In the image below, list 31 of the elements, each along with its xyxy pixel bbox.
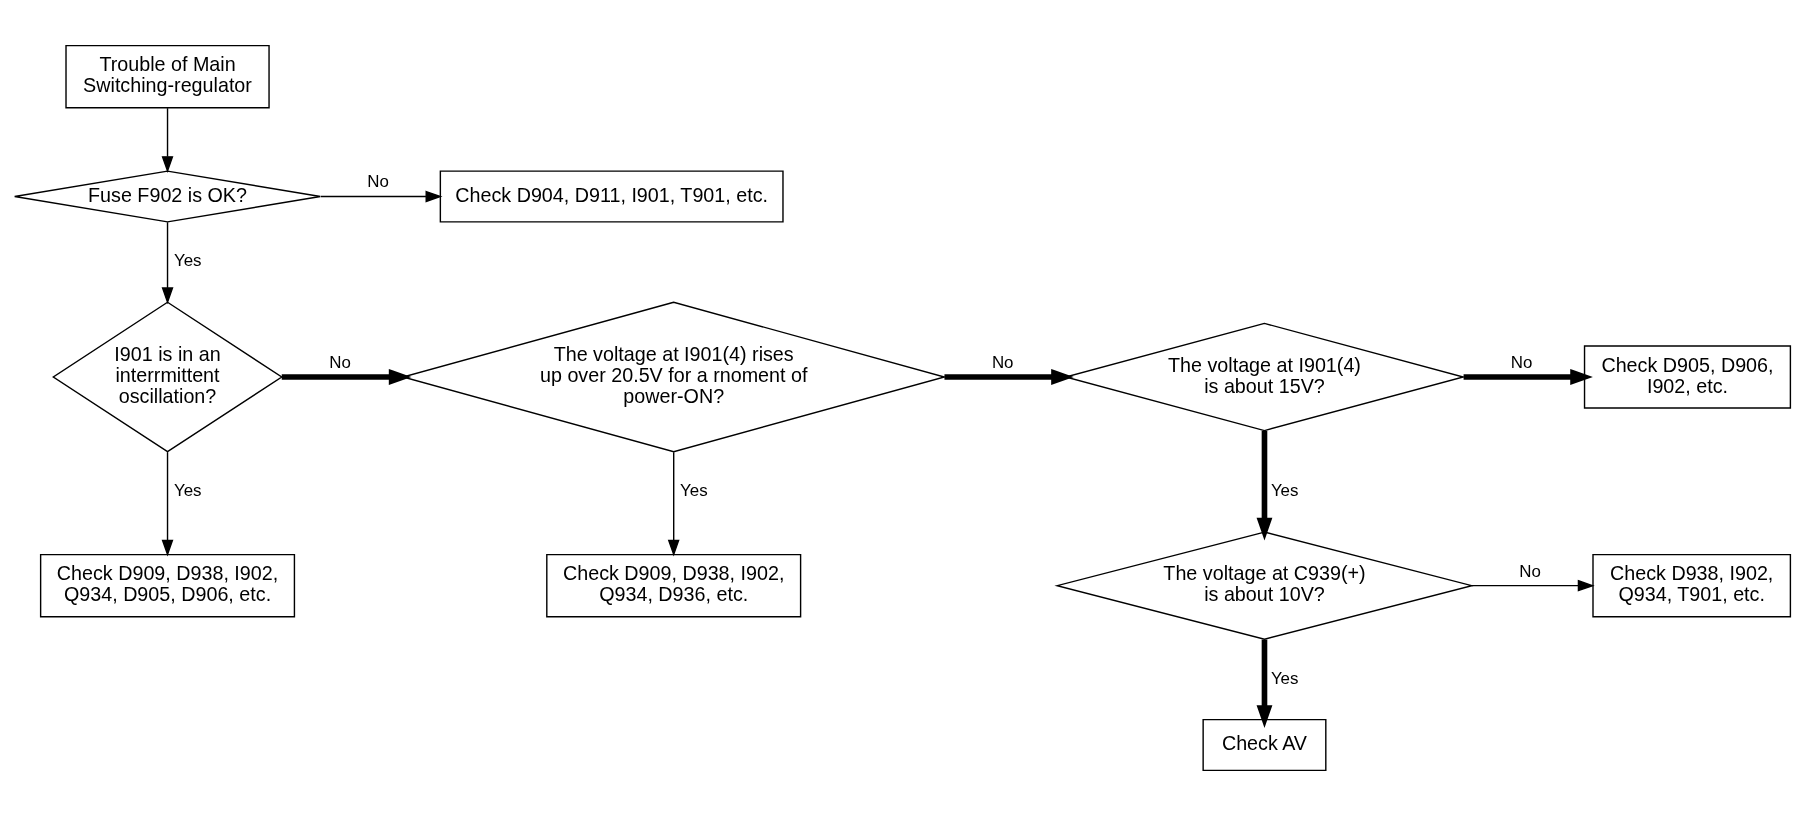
edge-label: Yes xyxy=(173,480,202,500)
edge-label: Yes xyxy=(1270,668,1299,688)
node-diamond: I901 is in an interrmittent oscillation? xyxy=(52,300,284,453)
arrow xyxy=(1463,368,1593,385)
edge-label: No xyxy=(1519,561,1541,581)
arrow xyxy=(161,450,174,557)
arrow xyxy=(161,107,174,173)
node-diamond: The voltage at C939(+) is about 10V? xyxy=(1054,530,1475,640)
edge-label: Yes xyxy=(173,250,202,270)
node-box: Check D938, I902, Q934, T901, etc. xyxy=(1592,553,1792,617)
node-box: Check D909, D938, I902, Q934, D936, etc. xyxy=(546,553,802,617)
edge-label: No xyxy=(367,171,389,191)
arrow xyxy=(161,221,174,304)
arrow xyxy=(281,368,412,385)
edge-label: Yes xyxy=(680,480,708,500)
node-box: Check D909, D938, I902, Q934, D905, D906, etc. xyxy=(39,553,296,617)
edge-label: No xyxy=(329,352,351,372)
arrow xyxy=(1256,639,1273,728)
node-box: Trouble of Main Switching-regulator xyxy=(65,44,270,108)
edge-label: No xyxy=(991,352,1014,372)
arrow xyxy=(1471,579,1595,592)
edge-label: No xyxy=(1510,352,1533,372)
arrow xyxy=(667,450,680,557)
arrow xyxy=(944,368,1074,385)
node-box: Check D904, D911, I901, T901, etc. xyxy=(439,169,784,223)
arrow xyxy=(1256,430,1273,540)
node-diamond: Fuse F902 is OK? xyxy=(13,169,322,223)
node-box: Check AV xyxy=(1202,718,1327,771)
node-box: Check D905, D906, I902, etc. xyxy=(1583,344,1792,409)
edge-label: Yes xyxy=(1270,480,1299,500)
arrow xyxy=(320,190,443,202)
